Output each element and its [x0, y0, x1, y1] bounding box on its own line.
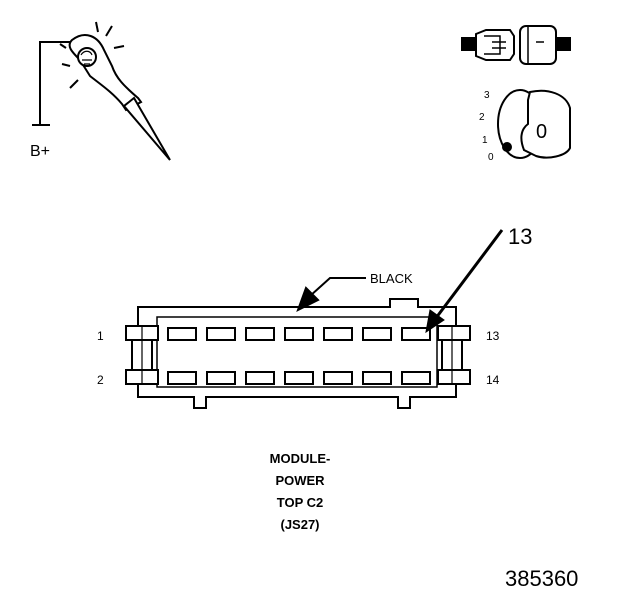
pin-label-13: 13 — [486, 329, 500, 343]
test-light-icon — [32, 21, 171, 161]
ignition-position-1: 1 — [482, 135, 488, 146]
cavity-row-bottom — [167, 371, 431, 385]
cavity-8 — [284, 371, 314, 385]
supply-label: B+ — [30, 143, 50, 160]
cavity-13 — [401, 327, 431, 341]
cavity-1 — [167, 327, 197, 341]
ignition-position-3: 3 — [484, 90, 490, 101]
connector-caption: MODULE- POWER TOP C2 (JS27) — [200, 448, 400, 536]
caption-line-2: POWER — [275, 473, 325, 488]
ignition-position-2: 2 — [479, 112, 485, 123]
connector-color-label: BLACK — [370, 271, 413, 286]
caption-line-4: (JS27) — [280, 517, 320, 532]
ignition-switch-icon — [497, 89, 571, 159]
cavity-2 — [167, 371, 197, 385]
callout-pin-number: 13 — [508, 224, 532, 249]
cavity-7 — [284, 327, 314, 341]
ignition-position-0: 0 — [488, 152, 494, 163]
cavity-11 — [362, 327, 392, 341]
disconnected-connector-icon — [461, 25, 571, 65]
pin-label-2: 2 — [97, 373, 104, 387]
cavity-5 — [245, 327, 275, 341]
cavity-row-top — [167, 327, 431, 341]
caption-line-1: MODULE- — [269, 451, 331, 466]
cavity-9 — [323, 327, 353, 341]
color-leader-arrow — [296, 277, 366, 313]
cavity-14 — [401, 371, 431, 385]
cavity-3 — [206, 327, 236, 341]
cavity-6 — [245, 371, 275, 385]
cavity-10 — [323, 371, 353, 385]
pin-label-1: 1 — [97, 329, 104, 343]
cavity-4 — [206, 371, 236, 385]
connector-face — [125, 298, 471, 409]
ignition-key-label: 0 — [536, 121, 547, 143]
cavity-12 — [362, 371, 392, 385]
pin-label-14: 14 — [486, 373, 500, 387]
pin-callout-arrow — [425, 229, 504, 334]
caption-line-3: TOP C2 — [276, 495, 324, 510]
figure-number: 385360 — [505, 566, 579, 591]
